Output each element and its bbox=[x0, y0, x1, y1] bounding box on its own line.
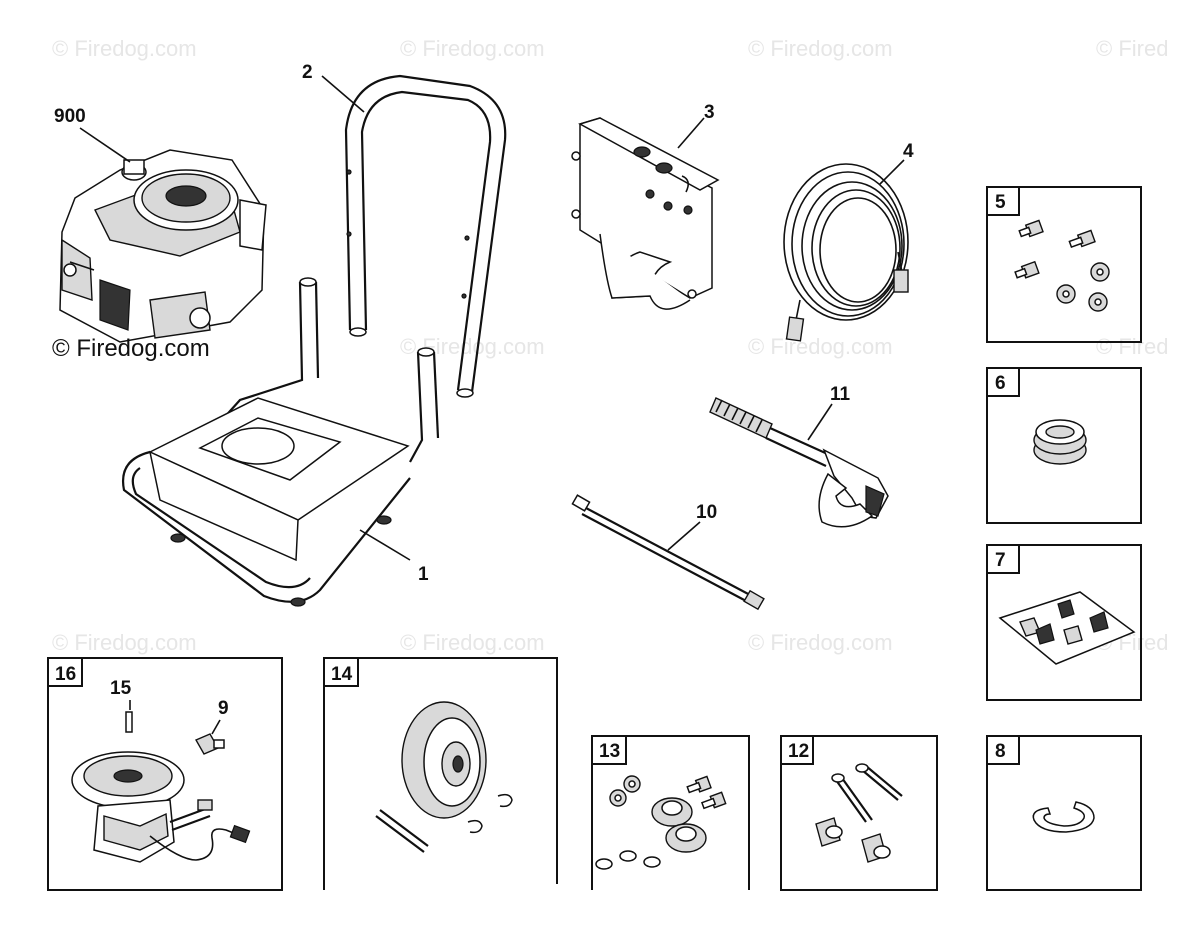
part-number-8: 8 bbox=[995, 741, 1006, 762]
lance-part-10[interactable]: 10 bbox=[571, 494, 765, 611]
box-part-16[interactable]: 16 15 9 bbox=[47, 657, 283, 891]
box-part-8[interactable]: 8 bbox=[986, 735, 1142, 891]
part-number-16: 16 bbox=[55, 664, 76, 685]
leader-line bbox=[359, 529, 411, 561]
bracket-part-3[interactable]: 3 bbox=[571, 102, 720, 310]
box-part-7[interactable]: 7 bbox=[986, 544, 1142, 701]
leader-line bbox=[677, 117, 705, 149]
box-part-12[interactable]: 12 bbox=[780, 735, 938, 891]
watermark: © Firedog.com bbox=[748, 630, 893, 655]
part-number-7: 7 bbox=[995, 550, 1006, 571]
part-number-2: 2 bbox=[302, 62, 313, 83]
part-number-5: 5 bbox=[995, 192, 1006, 213]
watermark-partial: © Fired bbox=[1096, 334, 1168, 359]
leader-line bbox=[211, 719, 221, 735]
part-number-900: 900 bbox=[54, 106, 86, 127]
watermark-layer: © Firedog.com © Firedog.com © Firedog.co… bbox=[52, 36, 1168, 655]
hose-part-4[interactable]: 4 bbox=[783, 141, 914, 342]
part-number-14: 14 bbox=[331, 664, 353, 685]
part-number-10: 10 bbox=[696, 502, 717, 523]
box-part-5[interactable]: 5 bbox=[986, 186, 1142, 343]
part-number-11: 11 bbox=[830, 384, 851, 405]
leader-line bbox=[807, 403, 833, 441]
part-number-1: 1 bbox=[418, 564, 429, 585]
leader-line bbox=[667, 521, 701, 551]
leader-line bbox=[79, 127, 131, 163]
part-number-15: 15 bbox=[110, 678, 132, 699]
part-number-3: 3 bbox=[704, 102, 715, 123]
part-number-12: 12 bbox=[788, 741, 809, 762]
engine-part-900[interactable]: 900 © Firedog.com bbox=[52, 106, 267, 362]
watermark: © Firedog.com bbox=[52, 36, 197, 61]
leader-line bbox=[321, 75, 365, 113]
box-part-13[interactable]: 13 bbox=[591, 735, 750, 890]
leader-line bbox=[879, 159, 905, 185]
watermark-dark: © Firedog.com bbox=[52, 335, 210, 362]
watermark-partial: © Fired bbox=[1096, 36, 1168, 61]
watermark: © Firedog.com bbox=[400, 36, 545, 61]
box-part-6[interactable]: 6 bbox=[986, 367, 1142, 524]
part-number-9: 9 bbox=[218, 698, 229, 719]
frame-part-1[interactable]: 1 bbox=[121, 277, 440, 607]
watermark: © Firedog.com bbox=[748, 36, 893, 61]
spray-gun-part-11[interactable]: 11 bbox=[709, 384, 889, 528]
handle-part-2[interactable]: 2 bbox=[302, 62, 507, 398]
watermark: © Firedog.com bbox=[748, 334, 893, 359]
part-number-4: 4 bbox=[903, 141, 914, 162]
box-part-14[interactable]: 14 bbox=[323, 657, 558, 890]
watermark: © Firedog.com bbox=[52, 630, 197, 655]
watermark: © Firedog.com bbox=[400, 630, 545, 655]
part-number-6: 6 bbox=[995, 373, 1006, 394]
part-number-13: 13 bbox=[599, 741, 620, 762]
